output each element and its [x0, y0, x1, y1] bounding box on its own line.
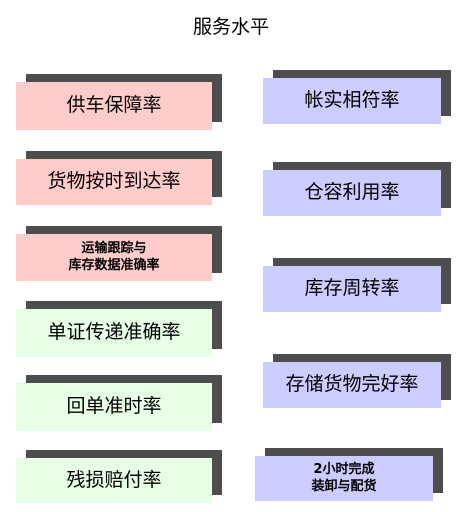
metric-label: 回单准时率 [66, 395, 162, 418]
metric-label: 库存周转率 [304, 277, 400, 300]
metric-stored-goods-intact-rate: 存储货物完好率 [263, 354, 451, 408]
metric-on-time-delivery-rate: 货物按时到达率 [16, 151, 222, 205]
box-face: 存储货物完好率 [263, 362, 441, 408]
metric-document-transfer-accuracy: 单证传递准确率 [16, 301, 222, 357]
box-face: 货物按时到达率 [16, 159, 212, 205]
metric-label: 残损赔付率 [66, 468, 162, 491]
metric-label: 运输跟踪与 库存数据准确率 [68, 241, 160, 273]
metric-damage-compensation-rate: 残损赔付率 [16, 450, 222, 503]
box-face: 2小时完成 装卸与配货 [255, 456, 433, 501]
box-face: 供车保障率 [16, 82, 212, 130]
box-face: 残损赔付率 [16, 458, 212, 503]
metric-inventory-turnover-rate: 库存周转率 [263, 258, 451, 312]
metric-two-hour-loading-distribution: 2小时完成 装卸与配货 [255, 448, 443, 501]
metric-label: 帐实相符率 [304, 89, 400, 112]
box-face: 帐实相符率 [263, 78, 441, 124]
box-face: 库存周转率 [263, 266, 441, 312]
metric-label: 供车保障率 [66, 94, 162, 117]
metric-label: 2小时完成 装卸与配货 [311, 462, 377, 494]
box-face: 仓容利用率 [263, 170, 441, 216]
metric-book-physical-match-rate: 帐实相符率 [263, 70, 451, 124]
metric-tracking-inventory-accuracy: 运输跟踪与 库存数据准确率 [16, 226, 222, 281]
box-face: 单证传递准确率 [16, 309, 212, 357]
box-face: 回单准时率 [16, 383, 212, 431]
diagram-title: 服务水平 [192, 16, 269, 38]
metric-label: 货物按时到达率 [47, 170, 181, 193]
metric-label: 仓容利用率 [304, 181, 400, 204]
metric-receipt-return-timeliness: 回单准时率 [16, 375, 222, 431]
metric-vehicle-supply-rate: 供车保障率 [16, 74, 222, 130]
metric-label: 存储货物完好率 [285, 373, 419, 396]
metric-warehouse-capacity-utilization: 仓容利用率 [263, 162, 451, 216]
metric-label: 单证传递准确率 [47, 321, 181, 344]
box-face: 运输跟踪与 库存数据准确率 [16, 234, 212, 281]
